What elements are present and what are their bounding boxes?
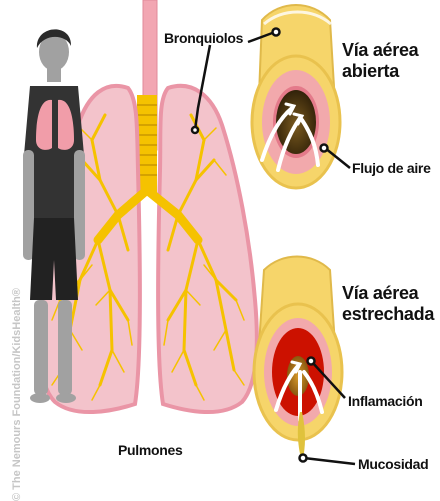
label-open-airway: Vía aérea abierta — [342, 40, 434, 82]
copyright-watermark: © The Nemours Foundation/KidsHealth® — [11, 131, 23, 501]
label-bronchioles: Bronquiolos — [164, 30, 243, 46]
open-airway-illustration — [252, 0, 340, 188]
label-inflammation: Inflamación — [348, 393, 423, 409]
label-narrowed-airway: Vía aérea estrechada — [342, 283, 438, 325]
label-lungs: Pulmones — [118, 442, 183, 458]
right-lung — [158, 86, 257, 412]
label-mucus: Mucosidad — [358, 456, 428, 472]
narrowed-airway-illustration — [254, 252, 342, 463]
trachea — [137, 0, 157, 195]
label-airflow: Flujo de aire — [352, 160, 431, 176]
